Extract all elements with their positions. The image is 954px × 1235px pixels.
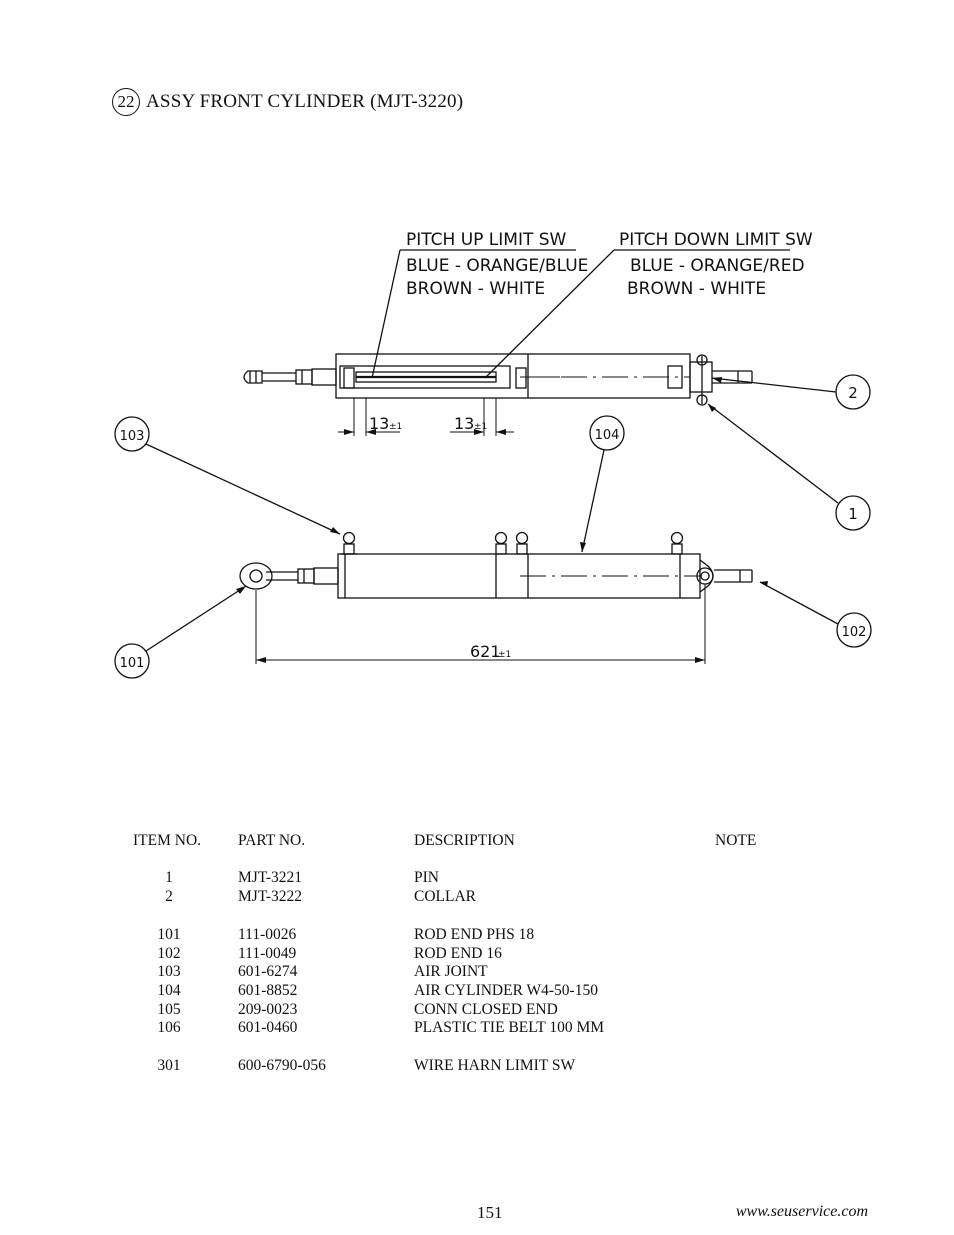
dim-left-value: 13 — [369, 414, 389, 433]
description: ROD END PHS 18 — [414, 926, 535, 943]
description: AIR CYLINDER W4-50-150 — [414, 982, 598, 999]
table-row: 106 601-0460 PLASTIC TIE BELT 100 MM — [0, 1019, 954, 1039]
balloon-2: 2 — [848, 384, 858, 402]
item-no: 1 — [165, 869, 173, 886]
balloon-101: 101 — [120, 656, 145, 671]
description: WIRE HARN LIMIT SW — [414, 1057, 576, 1074]
part-no: 600-6790-056 — [238, 1057, 326, 1074]
item-no: 101 — [157, 926, 181, 943]
header-part-no: PART NO. — [238, 832, 306, 849]
table-row: 103 601-6274 AIR JOINT — [0, 963, 954, 983]
item-no: 105 — [157, 1001, 181, 1018]
balloon-1: 1 — [848, 505, 858, 523]
table-row: 301 600-6790-056 WIRE HARN LIMIT SW — [0, 1057, 954, 1077]
pitch-up-line-1: BLUE - ORANGE/BLUE — [406, 256, 588, 276]
description: PIN — [414, 869, 439, 886]
item-no: 2 — [165, 888, 173, 905]
part-no: MJT-3222 — [238, 888, 303, 905]
table-row: 105 209-0023 CONN CLOSED END — [0, 1001, 954, 1021]
pitch-down-title: PITCH DOWN LIMIT SW — [619, 230, 813, 250]
description: PLASTIC TIE BELT 100 MM — [414, 1019, 605, 1036]
table-row: 102 111-0049 ROD END 16 — [0, 945, 954, 965]
page-title: ASSY FRONT CYLINDER (MJT-3220) — [146, 91, 464, 112]
dim-left-tolerance: ±1 — [389, 422, 402, 432]
parts-table-header: ITEM NO. PART NO. DESCRIPTION NOTE — [0, 832, 954, 852]
part-no: 111-0049 — [238, 945, 297, 962]
part-no: 111-0026 — [238, 926, 297, 943]
part-no: 601-6274 — [238, 963, 298, 980]
page-number: 151 — [477, 1203, 503, 1222]
header-description: DESCRIPTION — [414, 832, 515, 849]
dim-right-value: 13 — [454, 414, 474, 433]
balloon-104: 104 — [595, 428, 620, 443]
part-no: 601-8852 — [238, 982, 298, 999]
table-row: 1 MJT-3221 PIN — [0, 869, 954, 889]
item-no: 102 — [157, 945, 181, 962]
table-row: 2 MJT-3222 COLLAR — [0, 888, 954, 908]
section-number: 22 — [112, 88, 140, 116]
item-no: 106 — [157, 1019, 181, 1036]
item-no: 104 — [157, 982, 181, 999]
balloon-103: 103 — [120, 429, 145, 444]
description: ROD END 16 — [414, 945, 502, 962]
pitch-up-line-2: BROWN - WHITE — [406, 279, 545, 299]
table-row: 101 111-0026 ROD END PHS 18 — [0, 926, 954, 946]
dim-length-tolerance: ±1 — [498, 650, 511, 660]
description: AIR JOINT — [414, 963, 488, 980]
header-item-no: ITEM NO. — [133, 832, 202, 849]
pitch-down-line-2: BROWN - WHITE — [627, 279, 766, 299]
description: CONN CLOSED END — [414, 1001, 558, 1018]
item-no: 301 — [157, 1057, 181, 1074]
part-no: 601-0460 — [238, 1019, 298, 1036]
footer-url: www.seuservice.com — [735, 1203, 868, 1220]
dim-right-tolerance: ±1 — [474, 422, 487, 432]
description: COLLAR — [414, 888, 476, 905]
section-heading: 22 ASSY FRONT CYLINDER (MJT-3220) — [112, 88, 463, 116]
pitch-down-line-1: BLUE - ORANGE/RED — [630, 256, 805, 276]
balloon-102: 102 — [842, 625, 867, 640]
part-no: 209-0023 — [238, 1001, 298, 1018]
item-no: 103 — [157, 963, 181, 980]
header-note: NOTE — [715, 832, 757, 849]
dim-length-value: 621 — [470, 642, 501, 661]
part-no: MJT-3221 — [238, 869, 303, 886]
table-row: 104 601-8852 AIR CYLINDER W4-50-150 — [0, 982, 954, 1002]
pitch-up-title: PITCH UP LIMIT SW — [406, 230, 567, 250]
